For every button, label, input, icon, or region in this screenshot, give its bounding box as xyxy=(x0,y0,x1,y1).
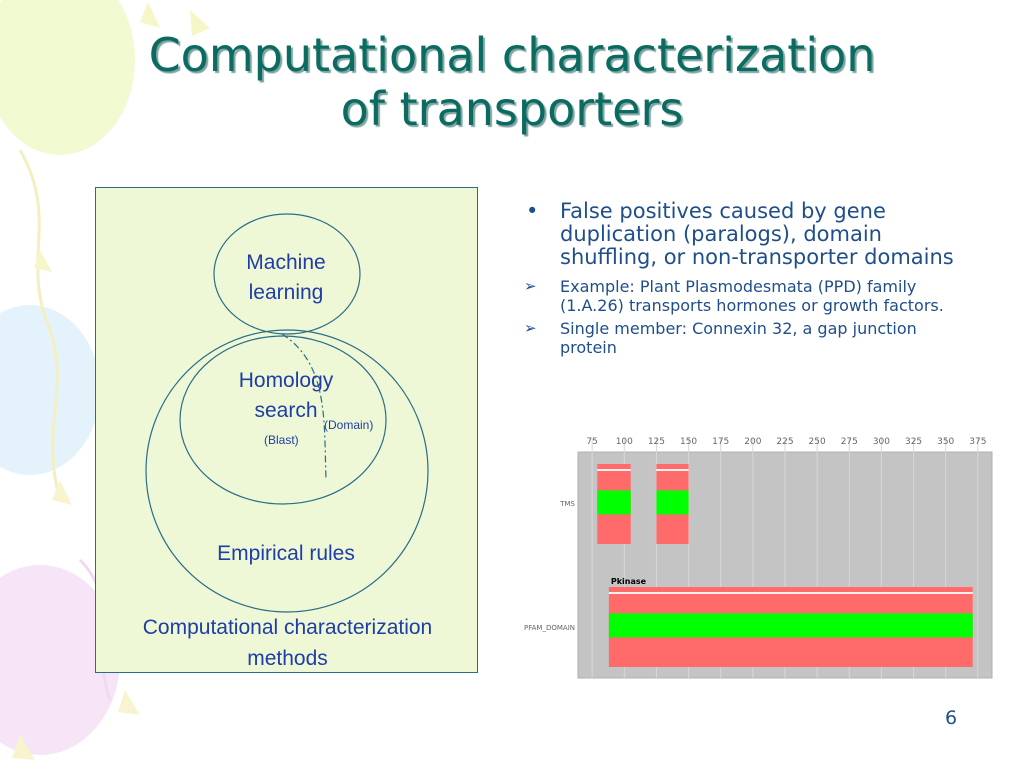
homology-search-label: Homology search xyxy=(238,369,334,422)
bullet-dot-icon: • xyxy=(526,199,539,223)
chart-segment-highlight xyxy=(608,592,973,594)
star-shape xyxy=(140,2,160,28)
balloon-yellow-top xyxy=(0,0,135,155)
chart-segment-core xyxy=(597,490,631,515)
methods-diagram: Machine learning Homology search (Domain… xyxy=(95,187,478,673)
bullet-sub-2: ➢ Single member: Connexin 32, a gap junc… xyxy=(520,319,970,357)
bullet-main: • False positives caused by gene duplica… xyxy=(520,200,970,269)
bullet-list: • False positives caused by gene duplica… xyxy=(520,200,970,361)
star-shape xyxy=(34,250,52,272)
homology-search-circle xyxy=(179,335,387,505)
chart-segment-core xyxy=(656,490,689,515)
star-shape xyxy=(12,735,35,760)
chart-tick-label: 275 xyxy=(841,437,858,447)
chart-segment-highlight xyxy=(597,469,631,471)
slide-title: Computational characterization of transp… xyxy=(0,28,1024,136)
machine-learning-label: Machine learning xyxy=(246,251,326,304)
chart-tick-label: 225 xyxy=(776,437,793,447)
diagram-caption: Computational characterization methods xyxy=(142,616,433,670)
bullet-sub-text-1: Example: Plant Plasmodesmata (PPD) famil… xyxy=(560,277,944,315)
domain-label: (Domain) xyxy=(324,418,374,432)
balloon-string-left xyxy=(18,149,62,501)
chart-segment-core xyxy=(608,613,973,638)
chart-tick-label: 75 xyxy=(586,437,597,447)
page-number: 6 xyxy=(945,707,958,729)
chart-tick-label: 100 xyxy=(616,437,633,447)
chart-tick-label: 175 xyxy=(712,437,729,447)
arrow-bullet-icon: ➢ xyxy=(524,319,537,337)
empirical-rules-circle xyxy=(145,329,429,613)
methods-diagram-svg xyxy=(145,213,429,613)
chart-tick-label: 350 xyxy=(937,437,954,447)
blast-label: (Blast) xyxy=(264,433,299,447)
chart-tick-label: 325 xyxy=(905,437,922,447)
chart-tick-label: 300 xyxy=(873,437,890,447)
chart-track-label: PFAM_DOMAIN xyxy=(524,624,575,632)
chart-tick-label: 200 xyxy=(744,437,761,447)
title-line-2: of transporters xyxy=(340,82,684,136)
chart-track-label: TMS xyxy=(559,500,575,508)
empirical-rules-label: Empirical rules xyxy=(217,542,355,565)
domain-blast-divider xyxy=(281,333,327,481)
chart-tick-label: 150 xyxy=(680,437,697,447)
domain-chart: 75 100 125 150 175 200 225 250 275 300 325 350 375TM… xyxy=(524,437,993,679)
chart-segment-highlight xyxy=(656,469,689,471)
title-line-1: Computational characterization xyxy=(148,28,876,82)
chart-tick-label: 375 xyxy=(969,437,986,447)
star-shape xyxy=(52,480,72,505)
star-shape xyxy=(190,10,210,36)
arrow-bullet-icon: ➢ xyxy=(524,277,537,295)
bullet-sub-1: ➢ Example: Plant Plasmodesmata (PPD) fam… xyxy=(520,277,970,315)
balloon-blue-left xyxy=(0,305,100,475)
chart-segment-label: Pkinase xyxy=(611,577,647,586)
bullet-sub-text-2: Single member: Connexin 32, a gap juncti… xyxy=(560,319,917,357)
machine-learning-circle xyxy=(213,213,361,335)
star-shape xyxy=(118,690,140,715)
chart-tick-label: 125 xyxy=(648,437,665,447)
balloon-pink-bottom xyxy=(0,565,120,755)
bullet-main-text: False positives caused by gene duplicati… xyxy=(560,199,954,269)
chart-tick-label: 250 xyxy=(809,437,826,447)
